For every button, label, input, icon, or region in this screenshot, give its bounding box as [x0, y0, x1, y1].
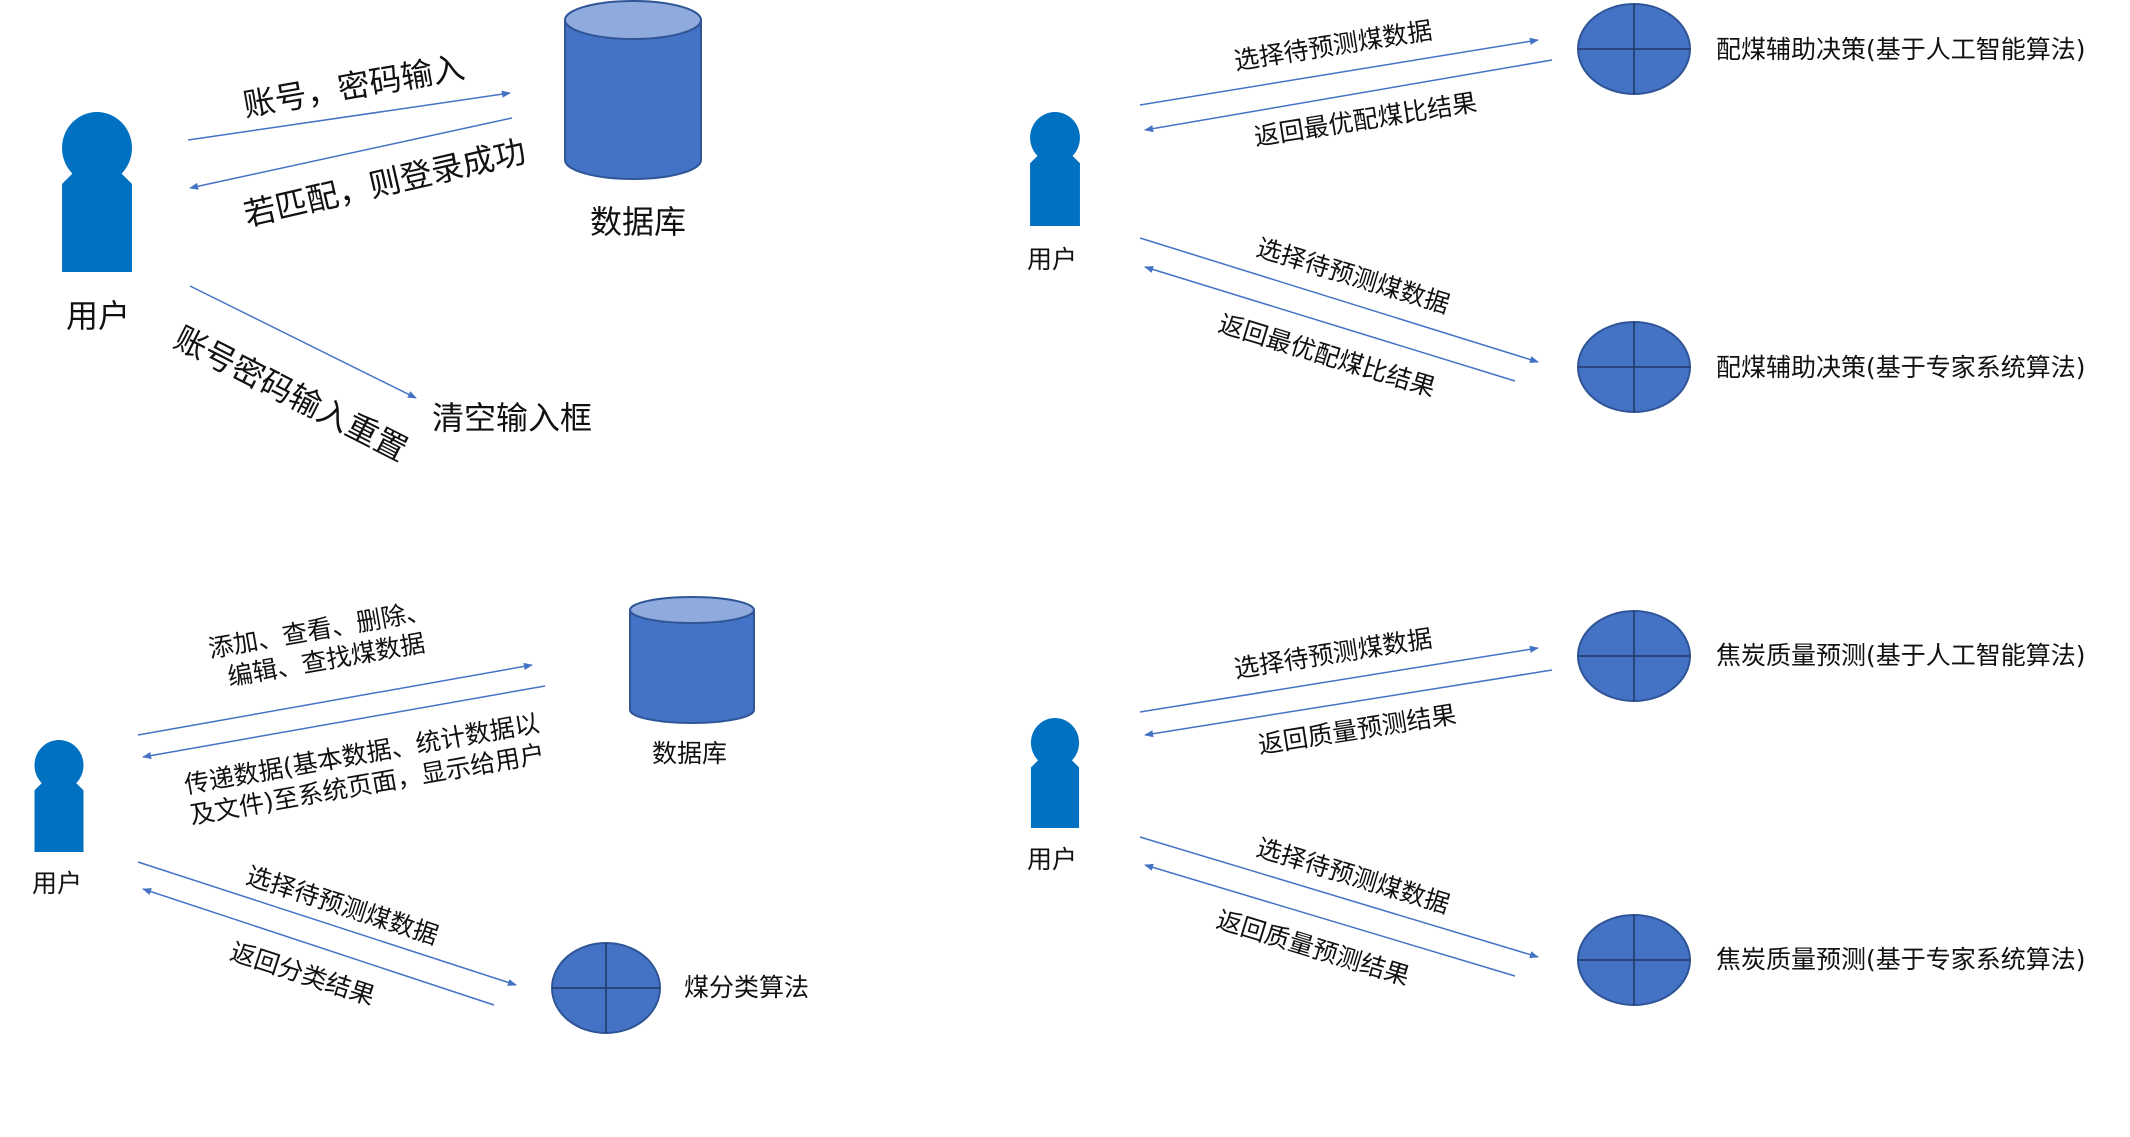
- manage-classify-process-circle-icon: [551, 942, 661, 1034]
- manage-classify-send-arrow: [137, 861, 517, 986]
- login-reset-target-label: 清空输入框: [432, 399, 593, 437]
- manage-classify-return-arrow: [142, 888, 495, 1006]
- blend-expert-label: 配煤辅助决策(基于专家系统算法): [1716, 353, 2086, 382]
- manage-pass-arrow: [142, 685, 546, 760]
- blend-expert-process-circle-icon: [1577, 321, 1691, 413]
- coke-ai-label: 焦炭质量预测(基于人工智能算法): [1716, 641, 2086, 670]
- manage-database-cylinder-icon: [629, 596, 755, 724]
- blend-user-label: 用户: [1027, 245, 1078, 274]
- coke-ai-send-arrow: [1139, 645, 1539, 713]
- coke-expert-process-circle-icon: [1577, 914, 1691, 1006]
- login-user-label: 用户: [66, 297, 131, 335]
- coke-expert-send-arrow: [1139, 836, 1539, 959]
- coke-user-label: 用户: [1027, 845, 1078, 874]
- login-reset-arrow: [189, 285, 417, 399]
- blend-expert-send-arrow: [1139, 237, 1539, 364]
- manage-user-label: 用户: [32, 869, 83, 898]
- manage-db-label: 数据库: [652, 739, 728, 768]
- coke-ai-process-circle-icon: [1577, 610, 1691, 702]
- blend-ai-process-circle-icon: [1577, 3, 1691, 95]
- coke-ai-return-arrow: [1144, 669, 1553, 738]
- login-user-person-icon: [62, 112, 132, 272]
- blend-ai-label: 配煤辅助决策(基于人工智能算法): [1716, 35, 2086, 64]
- blend-ai-send-arrow: [1139, 37, 1539, 106]
- blend-ai-return-arrow: [1144, 59, 1553, 133]
- login-send-arrow: [187, 90, 511, 141]
- blend-expert-return-arrow: [1144, 265, 1516, 382]
- blend-user-person-icon: [1030, 112, 1080, 226]
- manage-ops-arrow: [137, 662, 533, 736]
- coke-expert-label: 焦炭质量预测(基于专家系统算法): [1716, 945, 2086, 974]
- login-database-cylinder-icon: [564, 0, 702, 180]
- manage-user-person-icon: [34, 740, 84, 852]
- coke-expert-return-arrow: [1144, 863, 1516, 977]
- login-return-arrow: [189, 117, 513, 190]
- login-db-label: 数据库: [590, 203, 687, 241]
- coke-user-person-icon: [1030, 718, 1080, 828]
- manage-classify-label: 煤分类算法: [684, 973, 810, 1002]
